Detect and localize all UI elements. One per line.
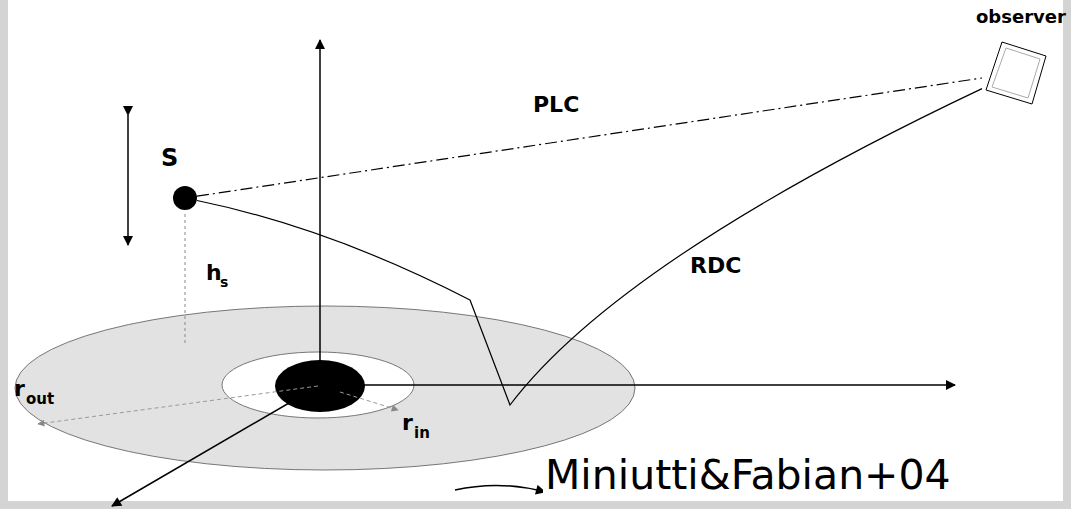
node-label: S [161, 146, 178, 170]
radius-subscript: out [26, 392, 54, 407]
light-path [197, 89, 982, 405]
radius-symbol: r [14, 378, 25, 400]
radius-subscript: in [414, 426, 430, 441]
light-path [197, 78, 982, 196]
source-node: S [173, 186, 197, 210]
z-axis [319, 40, 321, 385]
observer-node: observer [982, 40, 1048, 106]
height-line [185, 214, 186, 345]
r-out-arrow [38, 386, 318, 424]
node-shape [173, 186, 197, 210]
r-in-arrow [340, 392, 398, 410]
radius-symbol: r [402, 412, 413, 434]
citation: Miniutti&Fabian+04 [543, 455, 953, 496]
height-subscript: s [220, 275, 228, 289]
canvas [8, 0, 1063, 501]
motion-arrow [127, 115, 129, 245]
height-symbol: h [206, 262, 222, 284]
node-shape [982, 40, 1048, 106]
accretion-disc [15, 306, 635, 470]
black-hole [275, 360, 365, 412]
path-label: RDC [690, 255, 741, 277]
rotation-arrow [455, 485, 545, 492]
x-axis [320, 384, 955, 386]
node-label: observer [976, 8, 1066, 26]
path-label: PLC [533, 94, 579, 116]
